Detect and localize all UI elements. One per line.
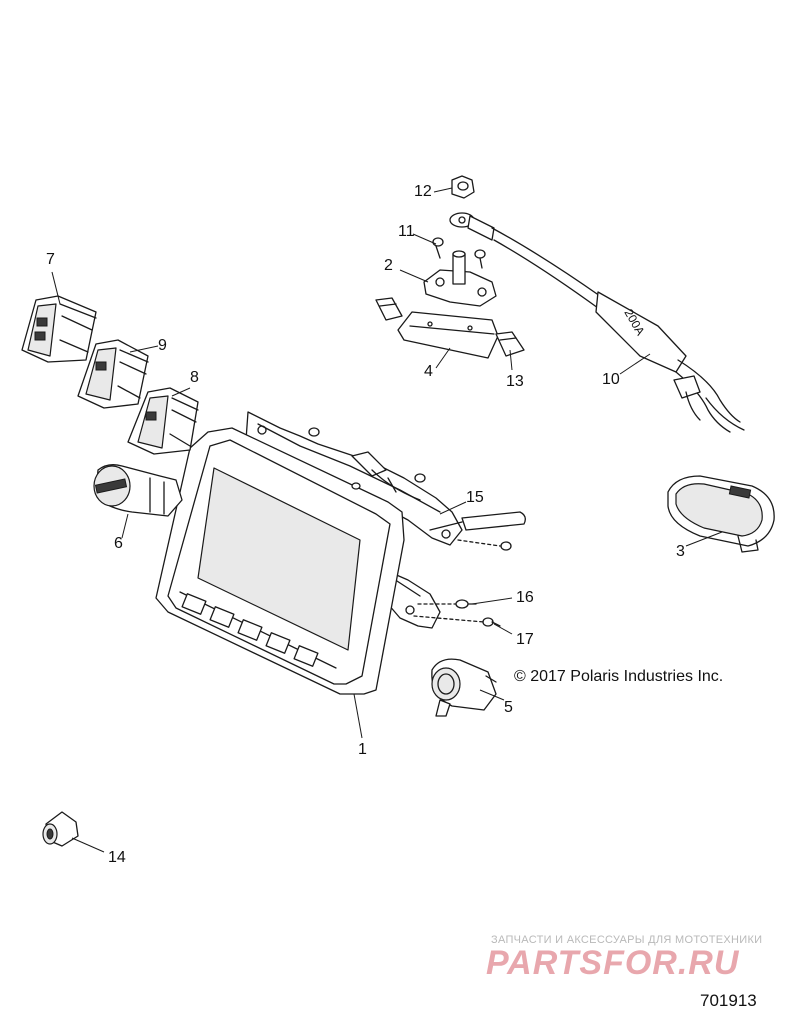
display-buttons bbox=[181, 593, 319, 667]
display-fasteners bbox=[308, 427, 512, 623]
copyright-notice: © 2017 Polaris Industries Inc. bbox=[514, 668, 724, 685]
callout-6: 6 bbox=[114, 535, 123, 552]
callout-7: 7 bbox=[46, 251, 55, 268]
part-12-nut bbox=[451, 175, 475, 199]
callout-2: 2 bbox=[384, 257, 393, 274]
callout-15: 15 bbox=[466, 489, 484, 506]
callout-10: 10 bbox=[602, 371, 620, 388]
callout-4: 4 bbox=[424, 363, 433, 380]
part-14-cap bbox=[42, 811, 79, 847]
part-6-key-switch bbox=[93, 464, 183, 517]
part-4-bracket bbox=[397, 311, 499, 359]
part-1-display-assembly bbox=[155, 411, 463, 695]
watermark-tagline: ЗАПЧАСТИ И АКСЕССУАРЫ ДЛЯ МОТОТЕХНИКИ bbox=[491, 934, 763, 946]
part-15-connector bbox=[429, 511, 526, 531]
part-13-clip-nut bbox=[375, 297, 525, 357]
callout-5: 5 bbox=[504, 699, 513, 716]
part-17-screw bbox=[482, 617, 501, 627]
callout-1: 1 bbox=[358, 741, 367, 758]
diagram-id: 701913 bbox=[700, 991, 757, 1010]
part-7-rocker-switch bbox=[21, 295, 97, 363]
part-3-cover bbox=[667, 475, 775, 553]
callout-8: 8 bbox=[190, 369, 199, 386]
callout-13: 13 bbox=[506, 373, 524, 390]
part-2-terminal-post bbox=[423, 250, 497, 307]
callout-12: 12 bbox=[414, 183, 432, 200]
leader-lines bbox=[51, 187, 723, 853]
part-9-rocker-switch bbox=[77, 339, 149, 409]
callout-3: 3 bbox=[676, 543, 685, 560]
callout-14: 14 bbox=[108, 849, 126, 866]
part-8-rocker-switch bbox=[127, 387, 199, 455]
part-10-cable-200a bbox=[449, 212, 745, 433]
part-11-screw bbox=[432, 237, 486, 269]
callout-17: 17 bbox=[516, 631, 534, 648]
callout-9: 9 bbox=[158, 337, 167, 354]
callout-16: 16 bbox=[516, 589, 534, 606]
callout-11: 11 bbox=[398, 223, 415, 240]
watermark-brand: PARTSFOR.RU bbox=[486, 944, 740, 982]
part-5-power-outlet bbox=[431, 658, 497, 717]
